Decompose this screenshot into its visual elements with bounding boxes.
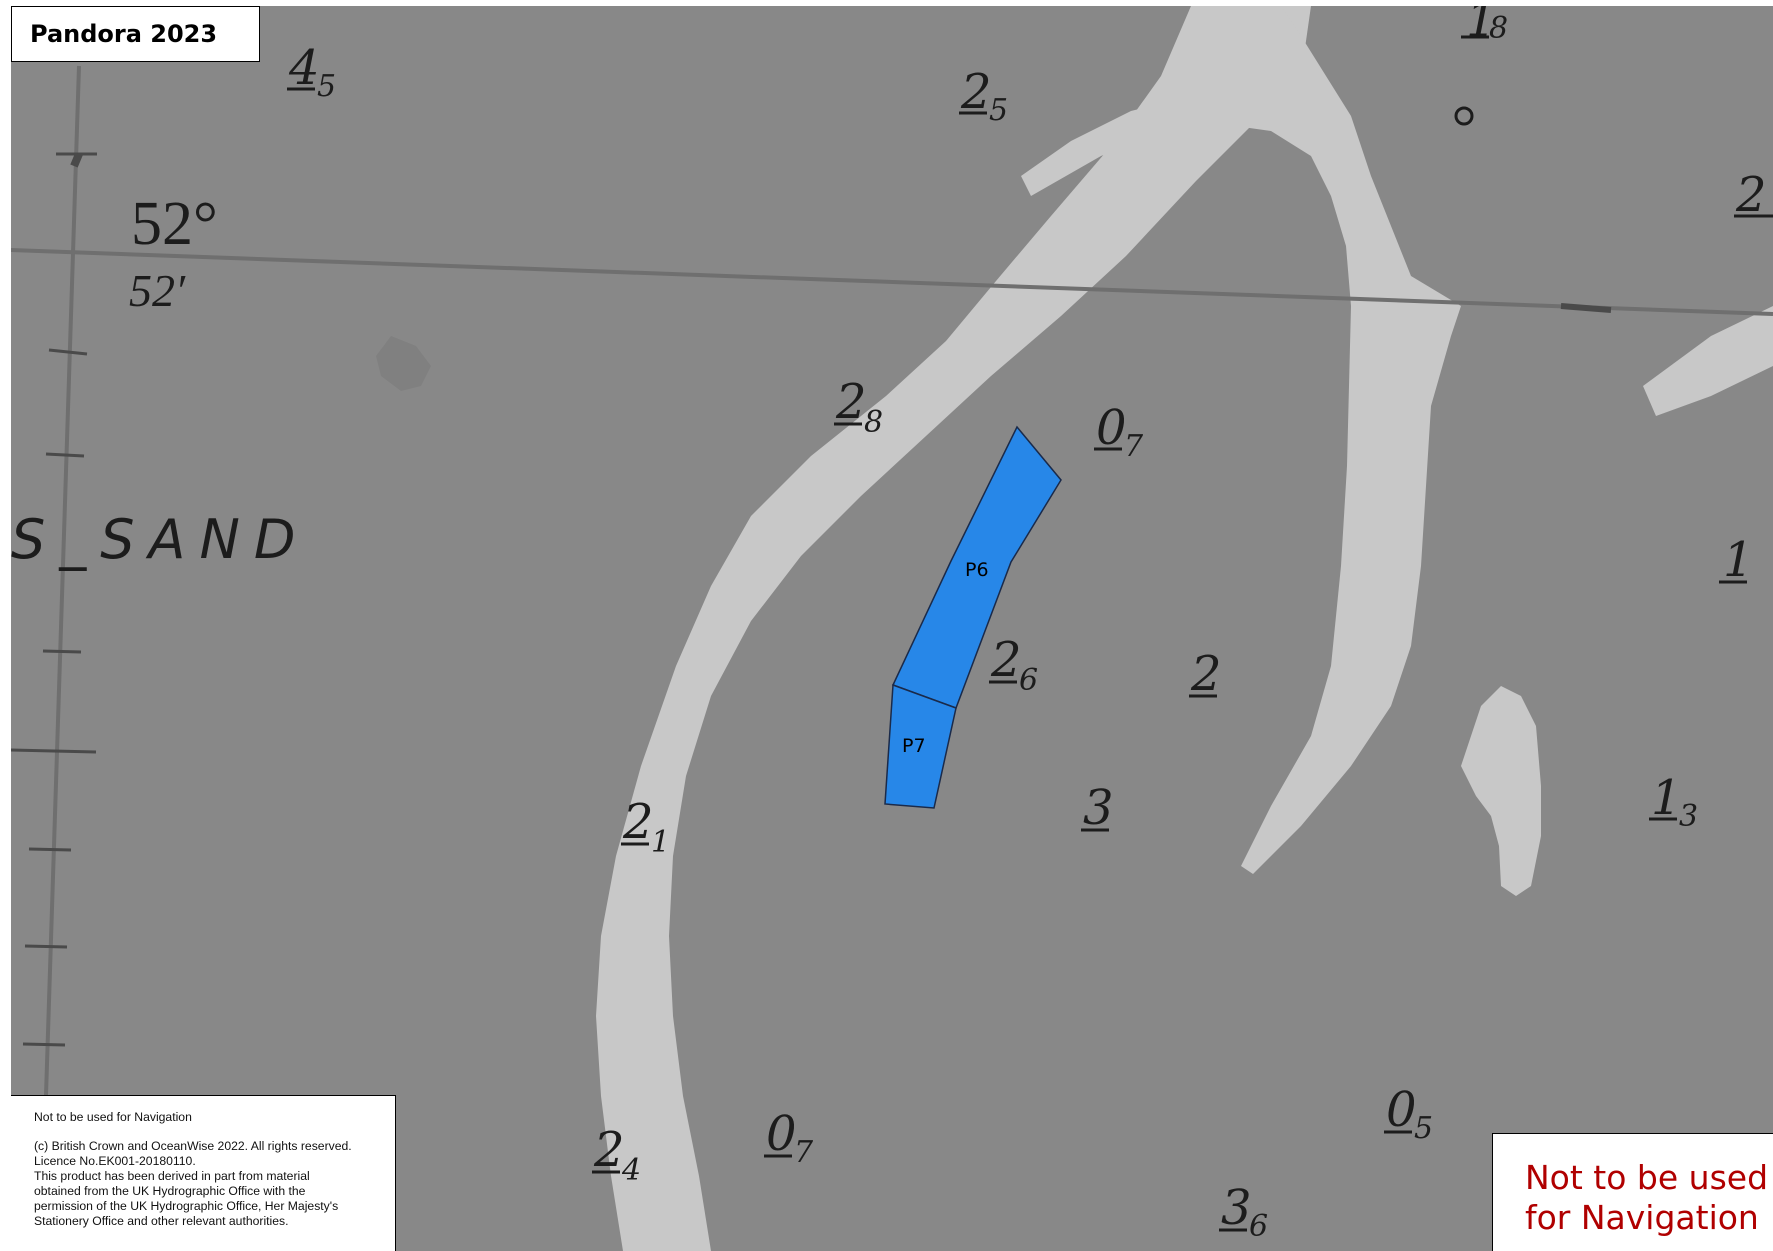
warning-line: Not to be used bbox=[1525, 1158, 1769, 1197]
copyright-line: (c) British Crown and OceanWise 2022. Al… bbox=[34, 1139, 352, 1153]
sounding-decimal: 7 bbox=[794, 1135, 814, 1170]
sounding-value: 1 bbox=[1651, 770, 1682, 826]
east-channel bbox=[1643, 306, 1773, 416]
sounding-decimal: 8 bbox=[1489, 11, 1508, 46]
polygon-label-p7: P7 bbox=[902, 735, 926, 757]
sounding: 4 5 bbox=[287, 40, 336, 104]
sounding-decimal: 1 bbox=[651, 825, 670, 860]
upper-channel bbox=[1021, 6, 1461, 874]
sounding-decimal: 4 bbox=[621, 1153, 641, 1188]
copyright-line: This product has been derived in part fr… bbox=[34, 1169, 310, 1183]
buoy-symbol bbox=[1454, 106, 1474, 126]
tick bbox=[11, 748, 97, 754]
sounding-value: 1 bbox=[1723, 532, 1754, 588]
sounding-value: 2 bbox=[622, 794, 654, 850]
sounding-decimal: 5 bbox=[1414, 1111, 1433, 1146]
copyright-line: Stationery Office and other relevant aut… bbox=[34, 1214, 289, 1228]
chart-map[interactable]: 52° 52′ S_SAND P6 P7 4 5 2 5 1 8 2 bbox=[11, 6, 1773, 1251]
tick bbox=[45, 452, 85, 458]
latitude-minutes: 52′ bbox=[129, 265, 186, 316]
sounding-value: 0 bbox=[1096, 400, 1127, 456]
sounding-value: 0 bbox=[1386, 1082, 1417, 1138]
main-channel bbox=[596, 6, 1311, 1251]
sounding-value: 3 bbox=[1221, 1180, 1252, 1236]
sounding: 3 6 bbox=[1219, 1180, 1268, 1244]
sounding: 0 7 bbox=[764, 1106, 814, 1170]
warning-line: for Navigation bbox=[1525, 1198, 1759, 1237]
copyright-line: Licence No.EK001-20180110. bbox=[34, 1154, 196, 1168]
sounding-decimal: 8 bbox=[864, 405, 883, 440]
sounding: 1 3 bbox=[1649, 770, 1698, 834]
sounding: 2 5 bbox=[959, 64, 1008, 128]
sounding-value: 2 bbox=[835, 374, 867, 430]
longitude-line bbox=[39, 65, 81, 1251]
tick bbox=[24, 944, 68, 949]
polygon-label-p6: P6 bbox=[965, 559, 989, 581]
copyright-line: obtained from the UK Hydrographic Office… bbox=[34, 1184, 306, 1198]
tick bbox=[1560, 303, 1612, 313]
tick bbox=[70, 152, 83, 168]
sounding-value: 4 bbox=[288, 40, 320, 96]
sounding-value: 2 bbox=[593, 1122, 625, 1178]
rock-patch bbox=[376, 336, 431, 391]
copyright-heading: Not to be used for Navigation bbox=[34, 1110, 192, 1124]
sounding: 1 8 bbox=[1461, 6, 1508, 48]
sounding-value: 2 bbox=[960, 64, 992, 120]
sounding: 2 bbox=[1189, 646, 1222, 702]
tick bbox=[28, 847, 72, 852]
sounding-value: 2 bbox=[1190, 646, 1222, 702]
tick bbox=[48, 348, 88, 356]
polygon-p7[interactable] bbox=[884, 683, 957, 809]
sounding: 2 8 bbox=[834, 374, 883, 440]
sounding: 1 bbox=[1719, 532, 1754, 588]
sounding-value: 2 bbox=[1735, 167, 1767, 223]
sounding: 2 bbox=[1734, 167, 1773, 223]
chart-canvas[interactable]: 52° 52′ S_SAND P6 P7 4 5 2 5 1 8 2 bbox=[11, 6, 1773, 1251]
inner-channel bbox=[1461, 686, 1541, 896]
map-title: Pandora 2023 bbox=[11, 6, 260, 62]
copyright-line: permission of the UK Hydrographic Office… bbox=[34, 1199, 339, 1213]
longitude-ticks bbox=[11, 152, 97, 1047]
sounding: 3 bbox=[1081, 780, 1114, 836]
drying-area bbox=[11, 6, 1773, 1251]
sounding: 2 4 bbox=[592, 1122, 641, 1188]
area-name: S_SAND bbox=[11, 508, 309, 571]
sounding-decimal: 6 bbox=[1249, 1209, 1268, 1244]
sounding: 0 7 bbox=[1094, 400, 1144, 464]
sounding: 0 5 bbox=[1384, 1082, 1433, 1146]
sounding-decimal: 5 bbox=[317, 69, 336, 104]
sounding-decimal: 7 bbox=[1124, 429, 1144, 464]
sounding-value: 1 bbox=[1466, 6, 1497, 48]
sounding-decimal: 3 bbox=[1679, 799, 1698, 834]
latitude-degrees: 52° bbox=[131, 190, 218, 258]
tick bbox=[42, 649, 82, 654]
sounding-value: 2 bbox=[990, 632, 1022, 688]
tick bbox=[22, 1042, 66, 1047]
sounding-decimal: 5 bbox=[989, 93, 1008, 128]
latitude-line bbox=[11, 248, 1773, 316]
sounding: 2 1 bbox=[621, 794, 670, 860]
copyright-panel: Not to be used for Navigation (c) Britis… bbox=[11, 1095, 396, 1251]
sounding-value: 3 bbox=[1083, 780, 1114, 836]
navigation-warning: Not to be used for Navigation bbox=[1492, 1133, 1773, 1251]
sounding-decimal: 6 bbox=[1019, 663, 1038, 698]
sounding: 2 6 bbox=[989, 632, 1038, 698]
sounding-value: 0 bbox=[766, 1106, 797, 1162]
